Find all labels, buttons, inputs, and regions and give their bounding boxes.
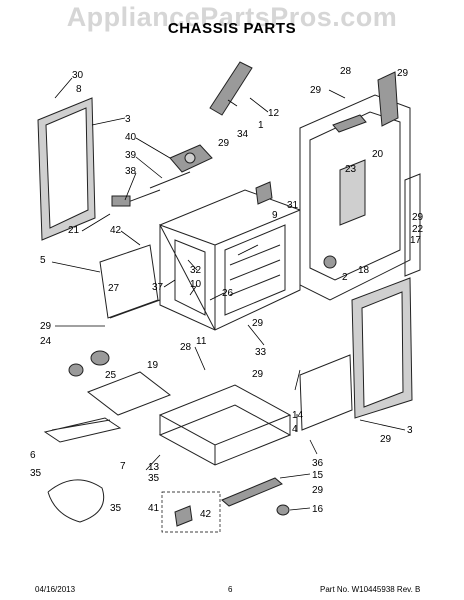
bake-element-6 bbox=[43, 417, 122, 443]
rail-15 bbox=[221, 477, 283, 507]
callout-29: 29 bbox=[40, 321, 52, 332]
callout-18: 18 bbox=[358, 265, 370, 276]
callout-12: 12 bbox=[268, 108, 280, 119]
panel-5 bbox=[99, 244, 159, 319]
callout-22: 22 bbox=[412, 224, 424, 235]
panel-4 bbox=[299, 354, 353, 431]
callout-5: 5 bbox=[40, 255, 46, 266]
rod-27 bbox=[109, 299, 161, 319]
broil-element-7 bbox=[47, 479, 105, 523]
footer-part-number: Part No. W10445938 Rev. B bbox=[320, 585, 421, 594]
callout-30: 30 bbox=[72, 70, 84, 81]
oven-door-right bbox=[351, 277, 413, 419]
oven-cavity bbox=[158, 189, 301, 331]
callout-20: 20 bbox=[372, 149, 384, 160]
oven-door-left bbox=[37, 97, 96, 241]
callout-23: 23 bbox=[345, 164, 357, 175]
callout-6: 6 bbox=[30, 450, 36, 461]
callout-36: 36 bbox=[312, 458, 324, 469]
callout-19: 19 bbox=[147, 360, 159, 371]
callout-41: 41 bbox=[148, 503, 160, 514]
callout-37: 37 bbox=[152, 282, 164, 293]
callout-7: 7 bbox=[120, 461, 126, 472]
hinge-box bbox=[161, 491, 221, 533]
callout-29: 29 bbox=[412, 212, 424, 223]
callout-13: 13 bbox=[148, 462, 160, 473]
callout-17: 17 bbox=[410, 235, 422, 246]
bracket-9 bbox=[255, 181, 273, 205]
callout-21: 21 bbox=[68, 225, 80, 236]
callout-28: 28 bbox=[180, 342, 192, 353]
callout-31: 31 bbox=[287, 200, 299, 211]
callout-32: 32 bbox=[190, 265, 202, 276]
broiler-pan-13 bbox=[158, 384, 292, 466]
callout-42: 42 bbox=[200, 509, 212, 520]
callout-35: 35 bbox=[30, 468, 42, 479]
callout-29: 29 bbox=[252, 369, 264, 380]
callout-40: 40 bbox=[125, 132, 137, 143]
leader-lines bbox=[51, 77, 406, 511]
callout-27: 27 bbox=[108, 283, 120, 294]
callout-35: 35 bbox=[148, 473, 160, 484]
knob-24 bbox=[68, 350, 110, 377]
callout-24: 24 bbox=[40, 336, 52, 347]
callout-29: 29 bbox=[310, 85, 322, 96]
callout-29: 29 bbox=[252, 318, 264, 329]
terminal-block-38 bbox=[111, 195, 131, 207]
callout-42: 42 bbox=[110, 225, 122, 236]
page-title: CHASSIS PARTS bbox=[167, 20, 297, 37]
callout-11: 11 bbox=[196, 336, 207, 347]
foot-16 bbox=[276, 504, 290, 516]
footer-page-number: 6 bbox=[228, 585, 233, 594]
side-panel-22 bbox=[404, 173, 421, 277]
grommet-2 bbox=[323, 255, 337, 269]
watermark: AppliancePartsPros.com bbox=[66, 2, 398, 32]
tray-19 bbox=[86, 371, 172, 416]
callout-4: 4 bbox=[292, 424, 298, 435]
callout-3: 3 bbox=[407, 425, 413, 436]
callout-16: 16 bbox=[312, 504, 324, 515]
bracket-20 bbox=[332, 114, 367, 133]
bracket-40 bbox=[169, 144, 213, 173]
callout-1: 1 bbox=[258, 120, 264, 131]
callout-15: 15 bbox=[312, 470, 324, 481]
callout-33: 33 bbox=[255, 347, 267, 358]
callout-29: 29 bbox=[380, 434, 392, 445]
callout-28: 28 bbox=[340, 66, 352, 77]
callout-14: 14 bbox=[292, 410, 304, 421]
footer-date: 04/16/2013 bbox=[35, 585, 76, 594]
callout-35: 35 bbox=[110, 503, 122, 514]
callout-26: 26 bbox=[222, 288, 234, 299]
callout-2: 2 bbox=[342, 272, 348, 283]
callout-38: 38 bbox=[125, 166, 137, 177]
rear-chassis-frame bbox=[299, 94, 411, 301]
leveling-leg-12 bbox=[209, 61, 253, 116]
bracket-28 bbox=[377, 71, 399, 127]
callout-39: 39 bbox=[125, 150, 137, 161]
callout-34: 34 bbox=[237, 129, 249, 140]
callout-29: 29 bbox=[397, 68, 409, 79]
callout-25: 25 bbox=[105, 370, 117, 381]
callout-9: 9 bbox=[272, 210, 278, 221]
callout-29: 29 bbox=[312, 485, 324, 496]
callout-10: 10 bbox=[190, 279, 202, 290]
callout-3: 3 bbox=[125, 114, 131, 125]
callout-29: 29 bbox=[218, 138, 230, 149]
callout-8: 8 bbox=[76, 84, 82, 95]
